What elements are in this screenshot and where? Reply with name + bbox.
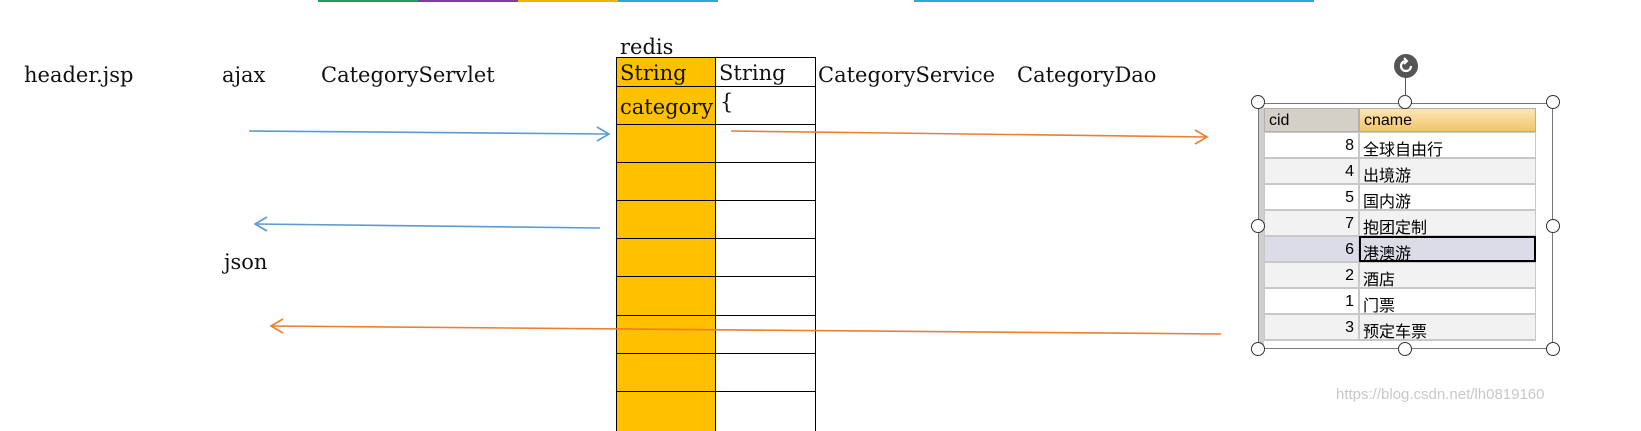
- redis-row-line: [616, 124, 816, 125]
- redis-value-quote-marks: ” ”: [732, 117, 802, 123]
- redis-row-line: [616, 57, 816, 58]
- db-cell-cid: 5: [1264, 184, 1359, 210]
- resize-handle-bottom-right[interactable]: [1546, 342, 1560, 356]
- redis-label: redis: [620, 35, 674, 59]
- arrowhead-db-to-json: [269, 318, 284, 334]
- db-cell-cid: 1: [1264, 288, 1359, 314]
- header-jsp-label: header.jsp: [24, 63, 134, 87]
- redis-row-line: [616, 200, 816, 201]
- redis-row-line: [616, 315, 816, 316]
- arrowhead-ajax-to-redis: [596, 126, 611, 142]
- db-cell-cid: 7: [1264, 210, 1359, 236]
- redis-row-line: [616, 391, 816, 392]
- ajax-label: ajax: [222, 63, 266, 87]
- redis-value-cell: {: [720, 90, 734, 114]
- redis-row-line: [616, 162, 816, 163]
- db-cell-cname: 国内游: [1359, 184, 1536, 210]
- resize-handle-top-left[interactable]: [1251, 95, 1265, 109]
- top-stripe-green: [318, 0, 418, 2]
- table-row-cutoff: [1264, 340, 1536, 348]
- resize-handle-middle-right[interactable]: [1546, 219, 1560, 233]
- db-header-cname[interactable]: cname: [1359, 108, 1536, 132]
- db-cell-cname: 门票: [1359, 288, 1536, 314]
- db-cell-cname: 抱团定制: [1359, 210, 1536, 236]
- arrow-redis-to-ajax: [255, 223, 601, 229]
- arrowhead-redis-to-ajax: [253, 216, 268, 232]
- db-cell-cid: 8: [1264, 132, 1359, 158]
- redis-row-line: [616, 276, 816, 277]
- arrow-db-to-json: [271, 325, 1222, 335]
- db-cell-cid: 6: [1264, 236, 1359, 262]
- db-cell-cid: 3: [1264, 314, 1359, 340]
- resize-handle-middle-left[interactable]: [1251, 219, 1265, 233]
- resize-handle-bottom-center[interactable]: [1398, 342, 1412, 356]
- resize-handle-bottom-left[interactable]: [1251, 342, 1265, 356]
- db-cell-cid: 4: [1264, 158, 1359, 184]
- category-db-table[interactable]: cid cname 8 全球自由行 4 出境游 5 国内游 7 抱团定制 6 港…: [1258, 103, 1553, 349]
- redis-key-header: String: [620, 61, 687, 85]
- redis-row-line: [616, 86, 816, 87]
- resize-handle-top-center[interactable]: [1398, 95, 1412, 109]
- db-cell-cname: 出境游: [1359, 158, 1536, 184]
- resize-handle-top-right[interactable]: [1546, 95, 1560, 109]
- category-service-label: CategoryService: [818, 63, 996, 87]
- category-servlet-label: CategoryServlet: [321, 63, 495, 87]
- category-dao-label: CategoryDao: [1017, 63, 1157, 87]
- db-header-cid[interactable]: cid: [1264, 108, 1359, 132]
- redis-row-line: [616, 353, 816, 354]
- top-stripe-cyan: [618, 0, 718, 2]
- redis-key-cell: category: [620, 95, 714, 119]
- top-stripe-purple: [418, 0, 518, 2]
- arrow-ajax-to-redis: [248, 130, 609, 135]
- redis-value-header: String: [719, 61, 786, 85]
- rotate-icon[interactable]: [1393, 53, 1419, 79]
- redis-table: String String category { ” ”: [616, 57, 816, 431]
- db-cell-cname: 全球自由行: [1359, 132, 1536, 158]
- redis-row-line: [616, 238, 816, 239]
- json-label: json: [224, 250, 268, 274]
- top-stripe-yellow: [518, 0, 618, 2]
- arrowhead-redis-to-db: [1194, 129, 1209, 145]
- db-cell-cname: 预定车票: [1359, 314, 1536, 340]
- rotate-connector: [1405, 78, 1406, 96]
- db-cell-cname-selected[interactable]: 港澳游: [1359, 236, 1536, 262]
- top-stripe-cyan-right: [914, 0, 1314, 2]
- watermark: https://blog.csdn.net/lh0819160: [1336, 386, 1545, 403]
- db-cell-cid: 2: [1264, 262, 1359, 288]
- redis-key-column: [616, 57, 716, 431]
- arrow-redis-to-db: [730, 130, 1207, 138]
- db-cell-cname: 酒店: [1359, 262, 1536, 288]
